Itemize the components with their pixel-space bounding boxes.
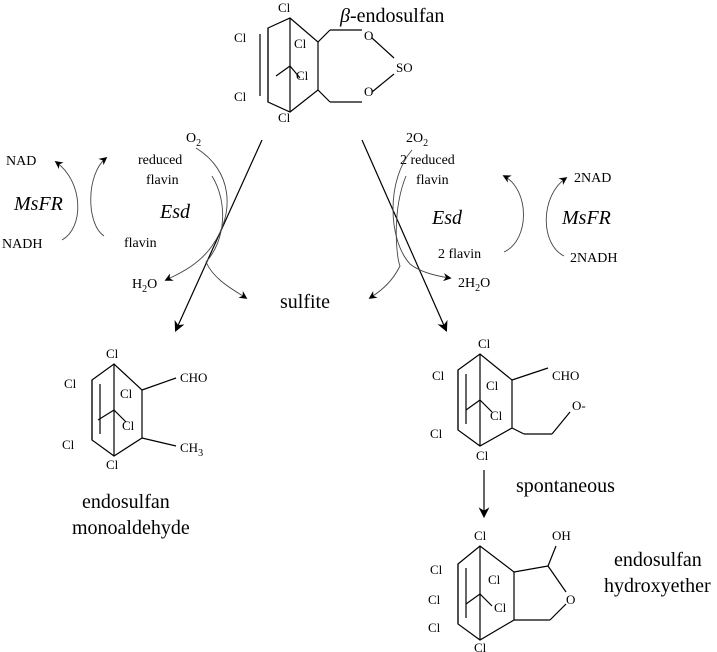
atom-o: O xyxy=(364,28,373,43)
atom-o: O xyxy=(364,84,373,99)
molecule-name: endosulfan xyxy=(82,491,170,513)
atom-cl: Cl xyxy=(478,336,491,351)
atom-cl: Cl xyxy=(432,368,445,383)
enzyme-esd-label: Esd xyxy=(431,207,463,229)
reductase-msfr-label: MsFR xyxy=(13,193,63,215)
nad-label: 2NAD xyxy=(574,171,611,186)
atom-cl: Cl xyxy=(120,386,133,401)
atom-oh: OH xyxy=(552,528,571,543)
right-pathway: 2O2 2 reduced flavin 2 flavin Esd MsFR 2… xyxy=(368,131,617,299)
atom-cl: Cl xyxy=(296,68,309,83)
atom-cl: Cl xyxy=(122,418,135,433)
atom-cho: CHO xyxy=(552,368,579,383)
molecule-name: endosulfan xyxy=(614,549,702,571)
flavin-label: flavin xyxy=(124,236,157,251)
atom-cl: Cl xyxy=(490,408,503,423)
flavin-label: 2 flavin xyxy=(438,247,481,262)
molecule-name: monoaldehyde xyxy=(72,517,190,539)
reductase-msfr-label: MsFR xyxy=(561,207,611,229)
o2-to-water-arrow xyxy=(164,147,228,281)
left-pathway: O2 reduced flavin flavin Esd MsFR NAD NA… xyxy=(2,131,248,299)
atom-o: O xyxy=(566,592,575,607)
atom-ch3: CH3 xyxy=(180,440,203,459)
reductase-cycle-arrow xyxy=(502,175,524,253)
spontaneous-label: spontaneous xyxy=(516,475,615,497)
sulfite-label: sulfite xyxy=(280,291,330,313)
atom-cl: Cl xyxy=(234,30,247,45)
atom-cl: Cl xyxy=(494,600,507,615)
reduced-flavin-label: 2 reduced xyxy=(400,153,455,168)
nadh-to-nad-arrow xyxy=(545,177,568,257)
atom-cl: Cl xyxy=(106,346,119,361)
atom-cl: Cl xyxy=(106,457,119,472)
atom-cl: Cl xyxy=(430,562,443,577)
atom-cl: Cl xyxy=(474,640,487,652)
o2-label: O2 xyxy=(186,131,201,149)
hydroxyether-structure: Cl Cl Cl Cl Cl Cl Cl OH O endosulfan hyd… xyxy=(428,528,711,652)
atom-cl: Cl xyxy=(278,0,291,15)
reduced-flavin-label: flavin xyxy=(146,173,179,188)
atom-cl: Cl xyxy=(488,572,501,587)
atom-cl: Cl xyxy=(428,620,441,635)
intermediate-structure: Cl Cl Cl Cl Cl Cl CHO O- xyxy=(430,336,586,463)
nadh-label: 2NADH xyxy=(570,251,617,266)
atom-cl: Cl xyxy=(64,376,77,391)
atom-cl: Cl xyxy=(234,89,247,104)
enzyme-esd-label: Esd xyxy=(159,201,191,223)
o2-to-water-arrow xyxy=(392,149,452,282)
atom-cl: Cl xyxy=(428,592,441,607)
msfr-cycle-arrow xyxy=(90,156,108,237)
arrow-to-intermediate xyxy=(361,139,448,332)
atom-cl: Cl xyxy=(474,528,487,543)
atom-cl: Cl xyxy=(486,378,499,393)
nad-label: NAD xyxy=(6,154,36,169)
monoaldehyde-structure: Cl Cl Cl Cl Cl Cl CHO CH3 endosulfan mon… xyxy=(62,346,207,539)
atom-cl: Cl xyxy=(278,110,291,125)
reduced-flavin-to-flavin-arrow xyxy=(368,175,407,299)
nadh-label: NADH xyxy=(2,237,42,252)
atom-cl: Cl xyxy=(62,437,75,452)
atom-cl: Cl xyxy=(294,36,307,51)
atom-cl: Cl xyxy=(476,448,489,463)
water-label: H2O xyxy=(132,277,157,295)
molecule-title: β-endosulfan xyxy=(339,5,444,27)
atom-cho: CHO xyxy=(180,370,207,385)
atom-cl: Cl xyxy=(430,426,443,441)
water-label: 2H2O xyxy=(458,276,490,294)
reduced-flavin-label: flavin xyxy=(416,173,449,188)
molecule-name: hydroxyether xyxy=(604,575,711,597)
nadh-to-nad-arrow xyxy=(54,161,79,241)
beta-endosulfan-structure: Cl Cl Cl Cl Cl Cl O SO O β-endosulfan xyxy=(234,0,444,125)
reduced-flavin-label: reduced xyxy=(138,153,182,168)
reduced-flavin-to-flavin-arrow xyxy=(205,175,248,299)
atom-o-minus: O- xyxy=(572,398,586,413)
atom-so: SO xyxy=(396,60,413,75)
o2-label: 2O2 xyxy=(406,131,428,149)
